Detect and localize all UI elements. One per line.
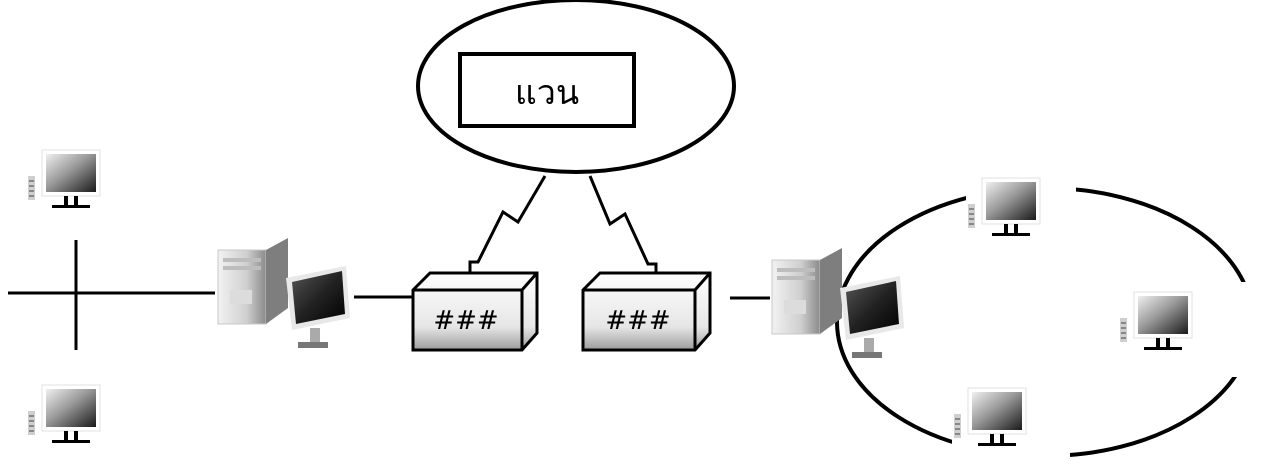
- router-right-label: ###: [605, 306, 670, 336]
- wan-cloud: แวน: [416, 0, 736, 174]
- bus-lan: [8, 149, 413, 444]
- ring-lan: [730, 168, 1260, 472]
- wan-label: แวน: [515, 73, 579, 113]
- router-left-label: ###: [433, 306, 498, 336]
- bus-server: [217, 237, 351, 349]
- bus-computer-top: [27, 149, 101, 209]
- router-right: ###: [581, 271, 712, 352]
- wan-link-left: [468, 175, 547, 275]
- router-left: ###: [411, 271, 539, 352]
- wan-label-box: [458, 52, 636, 128]
- wan-link-right: [588, 175, 658, 274]
- bus-computer-bottom: [27, 384, 101, 444]
